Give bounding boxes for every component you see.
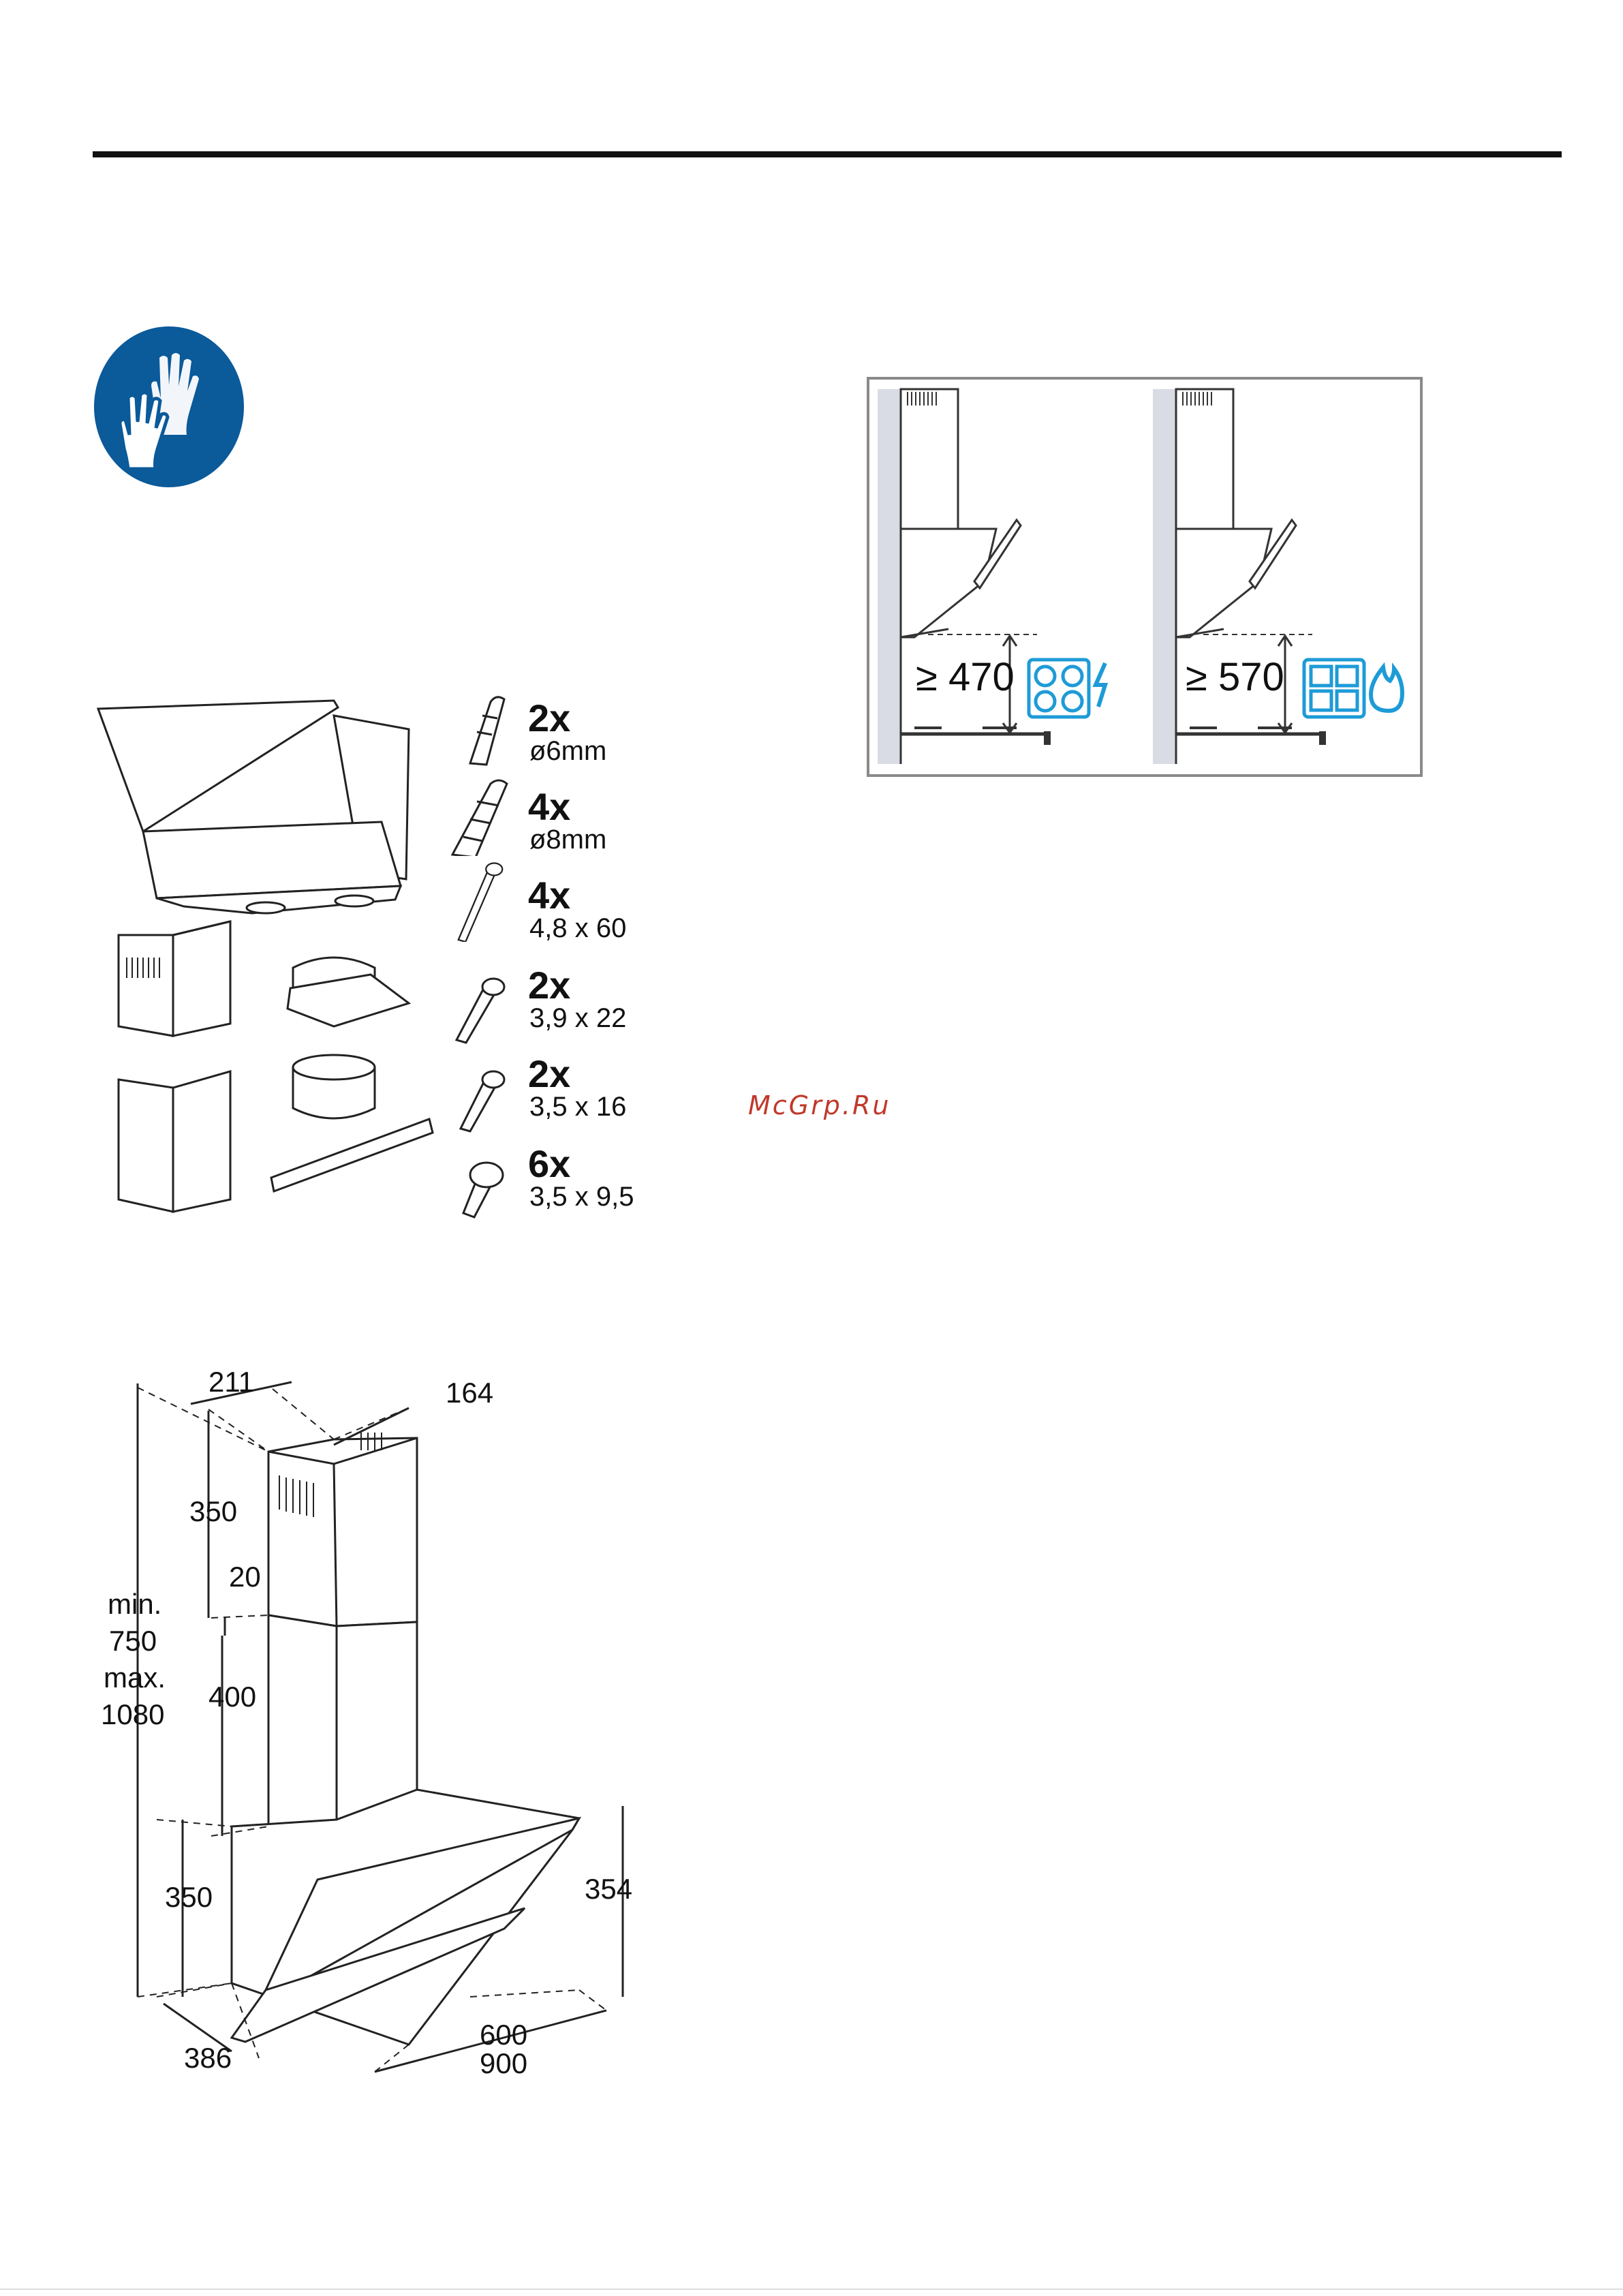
fixing-size: ø6mm xyxy=(529,737,606,765)
fixing-qty: 4x xyxy=(528,788,570,826)
minimum-installation-height-diagram: ≥ 470 ≥ 570 xyxy=(867,377,1423,777)
supplied-parts-illustration xyxy=(89,688,436,1220)
screw-icon xyxy=(443,1056,518,1138)
fixing-size: 3,5 x 9,5 xyxy=(529,1183,634,1210)
dim-range-max: max. xyxy=(104,1662,166,1694)
header-rule xyxy=(93,151,1562,157)
footer-line xyxy=(0,2289,1623,2290)
fixing-size: ø8mm xyxy=(529,826,606,853)
dim-350-body: 350 xyxy=(165,1881,213,1913)
fixing-qty: 2x xyxy=(528,1055,570,1093)
fixing-size: 3,5 x 16 xyxy=(529,1093,626,1120)
dim-range-1080: 1080 xyxy=(101,1698,164,1730)
fixing-qty: 2x xyxy=(528,699,570,737)
fixing-size: 4,8 x 60 xyxy=(529,915,626,942)
watermark: McGrp.Ru xyxy=(748,1090,891,1120)
screw-icon xyxy=(443,968,518,1050)
dim-350-top: 350 xyxy=(189,1495,237,1527)
dimension-drawing: 211 164 350 20 400 min. 750 max. 1080 35… xyxy=(89,1356,715,2119)
wall-plug-icon xyxy=(443,774,518,856)
dim-354: 354 xyxy=(585,1873,632,1905)
dim-211: 211 xyxy=(208,1366,254,1398)
dim-range-750: 750 xyxy=(109,1625,157,1657)
screw-icon xyxy=(443,1145,518,1227)
dim-164: 164 xyxy=(446,1377,493,1409)
fixing-qty: 4x xyxy=(528,876,570,915)
fixing-size: 3,9 x 22 xyxy=(529,1005,626,1032)
fixing-qty: 2x xyxy=(528,966,570,1005)
protective-gloves-icon xyxy=(93,325,245,489)
dim-386: 386 xyxy=(184,2042,232,2074)
screw-icon xyxy=(443,860,518,942)
dim-600: 600 xyxy=(480,2019,527,2051)
wall-plug-icon xyxy=(443,688,518,770)
dim-20: 20 xyxy=(229,1561,261,1593)
dim-range-min: min. xyxy=(108,1588,161,1620)
fixing-qty: 6x xyxy=(528,1145,570,1183)
dim-400: 400 xyxy=(208,1681,256,1713)
dim-900: 900 xyxy=(480,2047,527,2079)
electric-min-height-label: ≥ 470 xyxy=(916,655,1015,699)
gas-min-height-label: ≥ 570 xyxy=(1186,655,1284,699)
